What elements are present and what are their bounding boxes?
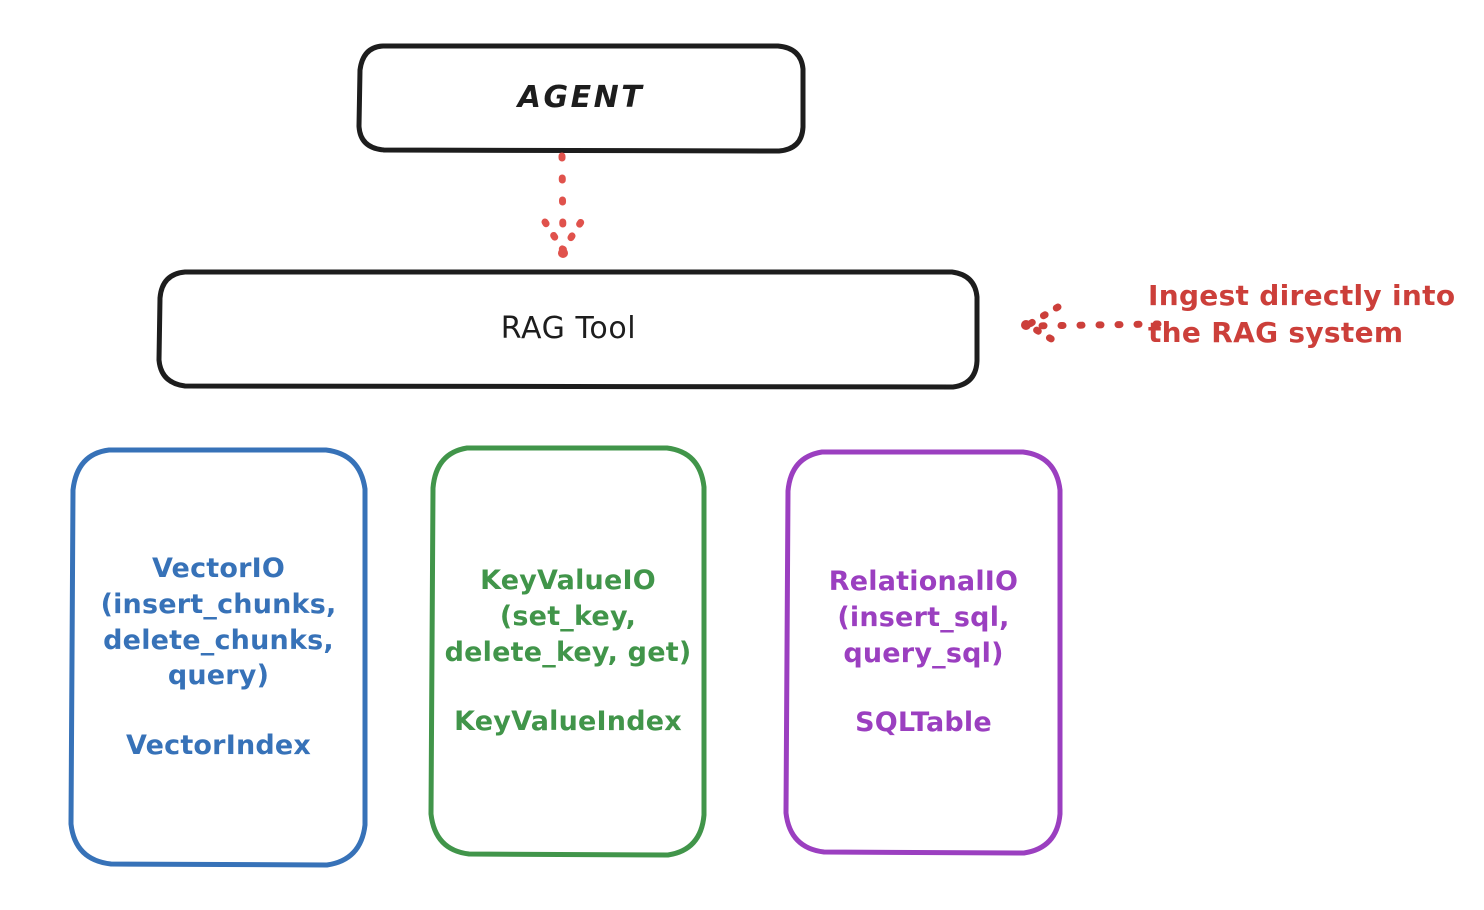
agent-label: AGENT (517, 79, 645, 115)
vector-io-index-label: VectorIndex (125, 730, 312, 762)
dotted-arrow-down-icon (541, 152, 585, 258)
dotted-arrow-left-icon (1021, 303, 1162, 347)
node-relational-io[interactable]: RelationalIO (insert_sql, query_sql) SQL… (782, 448, 1065, 857)
relational-io-label: RelationalIO (insert_sql, query_sql) (828, 565, 1019, 669)
vector-io-label: VectorIO (insert_chunks, delete_chunks, … (100, 552, 337, 692)
relational-io-table-label: SQLTable (855, 707, 992, 739)
node-agent[interactable]: AGENT (355, 42, 807, 154)
key-value-io-index-label: KeyValueIndex (454, 706, 682, 738)
key-value-io-label: KeyValueIO (set_key, delete_key, get) (444, 564, 692, 668)
annotation-ingest-text: Ingest directly into the RAG system (1148, 279, 1456, 349)
connector-ingest-to-rag-tool (1010, 295, 1165, 355)
rag-tool-label: RAG Tool (500, 310, 637, 346)
connector-agent-to-rag-tool (505, 150, 625, 275)
node-key-value-io[interactable]: KeyValueIO (set_key, delete_key, get) Ke… (427, 444, 709, 859)
node-vector-io[interactable]: VectorIO (insert_chunks, delete_chunks, … (67, 446, 370, 869)
node-rag-tool[interactable]: RAG Tool (155, 268, 982, 390)
